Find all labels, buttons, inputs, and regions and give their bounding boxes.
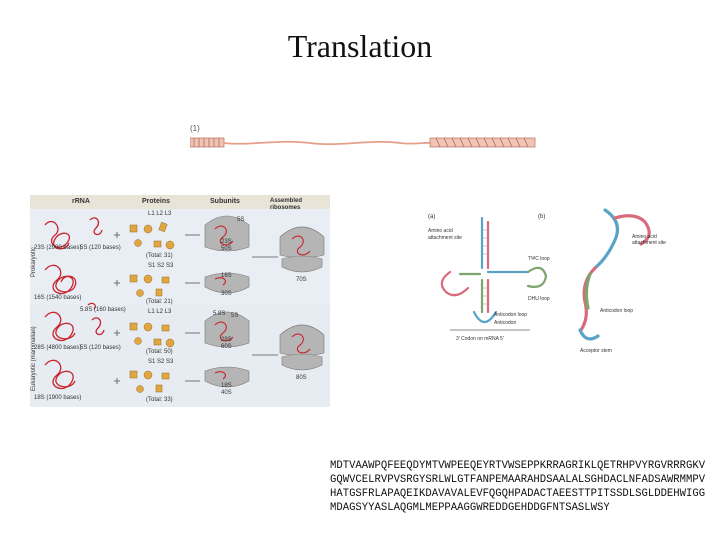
mrna-strand-svg [189,137,536,148]
slide-title: Translation [287,28,433,64]
subunit-label: 5S [237,217,245,223]
subunit-label: 28S [221,337,232,343]
subunit-label: 5S [231,313,239,319]
protein-total: (Total: 50) [146,349,173,355]
protein-total: (Total: 21) [146,299,173,305]
assembled-header: Assembled ribosomes [270,198,303,211]
mrna-figure-label: (1) [190,124,200,133]
rrna-label: 28S (4800 bases) [34,345,82,351]
subunit-label: 23S [221,239,232,245]
protein-total: (Total: 33) [146,397,173,403]
protein-set-label: L1 L2 L3 [148,211,172,217]
trna-annotation: 3' Codon on mRNA 5' [456,336,504,342]
subunit-label: 40S [221,390,232,396]
rrna-header: rRNA [72,198,90,205]
rrna-label: 23S (2900 bases) [34,245,82,251]
subunits-header: Subunits [210,198,240,205]
trna-annotation: Anticodon [494,320,517,326]
trna-structure-figure: (a) (b) Amino acid attachment site TΨC l… [420,200,685,360]
proteins-header: Proteins [142,198,171,205]
trna-annotation: DHU loop [528,296,550,302]
mrna-strand-figure: (1) [189,122,540,162]
subunit-label: 60S [221,344,232,350]
protein-set-label: S1 S2 S3 [148,359,174,365]
ribosome-illustration-svg [44,215,325,393]
trna-annotation: TΨC loop [528,256,550,262]
rrna-label: 18S (1900 bases) [34,395,82,401]
rrna-label: 5S (120 bases) [80,345,121,351]
trna-annotation: Anticodon loop [600,308,634,314]
trna-illustration-svg [440,208,651,341]
ribosome-assembly-figure: rRNA Proteins Subunits Assembled ribosom… [30,195,330,407]
trna-panel-label: (a) [428,214,436,220]
protein-set-label: L1 L2 L3 [148,309,172,315]
rrna-label: 5S (120 bases) [80,245,121,251]
protein-set-label: S1 S2 S3 [148,263,174,269]
subunit-label: 5.8S [213,311,226,317]
subunit-label: 16S [221,273,232,279]
protein-sequence-text: MDTVAAWPQFEEQDYMTVWPEEQEYRTVWSEPPKRRAGRI… [330,460,706,514]
subunit-label: 30S [221,291,232,297]
trna-annotation: Amino acid attachment site [632,234,666,246]
trna-annotation: Amino acid attachment site [428,228,462,241]
protein-total: (Total: 31) [146,253,173,259]
rrna-label: 16S (1540 bases) [34,295,82,301]
assembled-ribosome-label: 80S [296,375,307,381]
trna-panel-label: (b) [538,214,546,220]
trna-annotation: Acceptor stem [580,348,612,354]
rrna-label: 5.8S (160 bases) [80,307,126,313]
subunit-label: 18S [221,383,232,389]
eukaryotic-band [30,305,330,407]
subunit-label: 50S [221,246,232,252]
ribosome-figure-header [30,195,330,209]
prokaryotic-band [30,209,330,305]
assembled-ribosome-label: 70S [296,277,307,283]
trna-annotation: Anticodon loop [494,312,528,318]
